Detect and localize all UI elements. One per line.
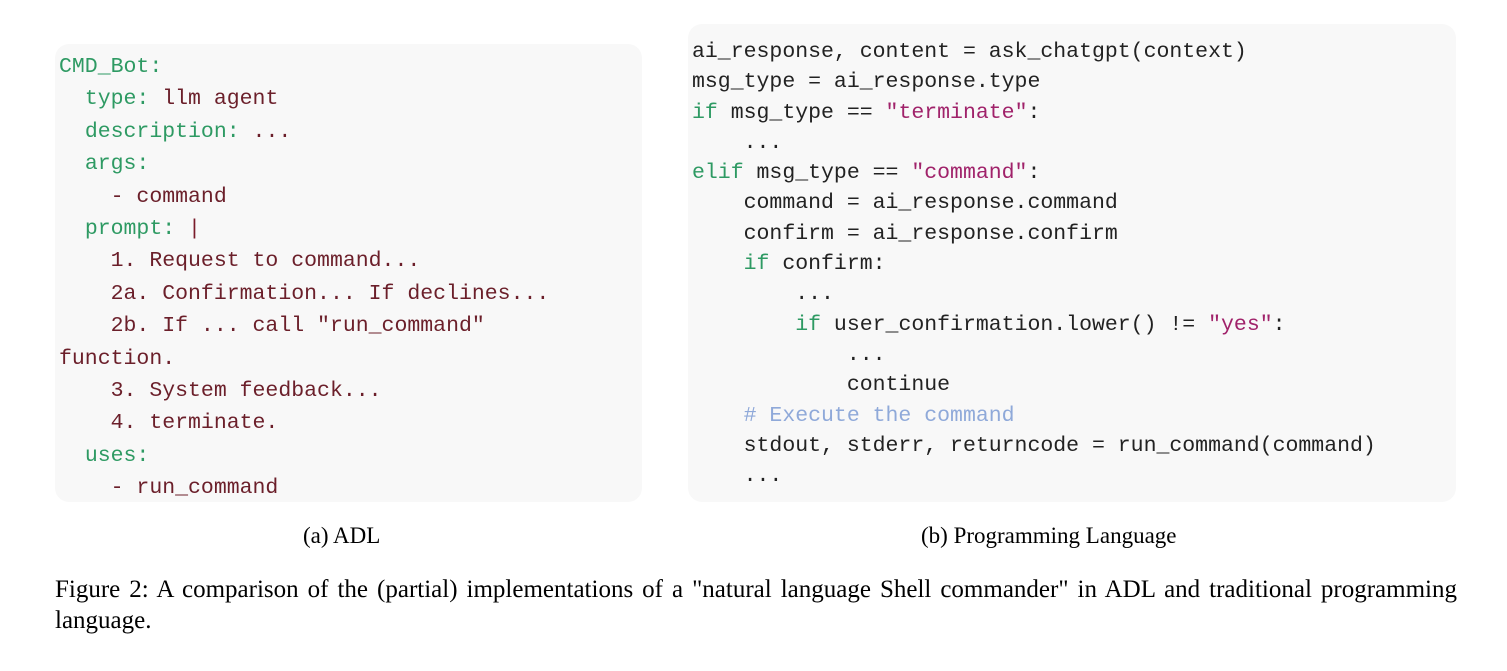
adl-uses-item: - run_command [110, 476, 279, 501]
code-line: stdout, stderr, returncode = run_command… [743, 433, 1376, 458]
code-line: ai_response, content = ask_chatgpt(conte… [692, 40, 1247, 64]
code-line: elif msg_type == "command": [692, 161, 1041, 186]
code-line: ... [743, 130, 783, 155]
adl-code-panel [55, 44, 642, 502]
adl-prompt-line: prompt: | [84, 217, 201, 242]
python-code-block: ai_response, content = ask_chatgpt(conte… [692, 37, 1376, 491]
python-code-panel [688, 24, 1456, 502]
adl-description-line: description: ... [84, 119, 292, 144]
adl-prompt-step-wrap: function. [59, 346, 176, 371]
code-line: msg_type = ai_response.type [692, 70, 1041, 95]
code-line: ... [743, 464, 783, 489]
adl-uses-line: uses: [84, 443, 150, 468]
adl-prompt-step: 2b. If ... call "run_command" [110, 314, 485, 339]
prompt-cursor: | [188, 217, 201, 242]
code-line: ... [795, 282, 834, 307]
adl-prompt-step: 1. Request to command... [110, 249, 421, 274]
adl-prompt-step: 3. System feedback... [110, 379, 382, 404]
subcaption-adl: (a) ADL [303, 523, 381, 548]
code-line: if confirm: [743, 252, 886, 277]
figure-caption: Figure 2: A comparison of the (partial) … [55, 576, 1457, 634]
code-line: ... [846, 342, 886, 367]
adl-prompt-step: 4. terminate. [110, 411, 279, 436]
adl-args-line: args: [84, 152, 150, 177]
subcaption-programming-language: (b) Programming Language [921, 523, 1177, 548]
adl-args-item: - command [110, 184, 227, 209]
code-line: confirm = ai_response.confirm [743, 221, 1118, 246]
code-line: if msg_type == "terminate": [692, 100, 1041, 125]
adl-bot-name: CMD_Bot: [59, 55, 163, 79]
code-line: continue [846, 373, 951, 398]
code-line: command = ai_response.command [743, 191, 1118, 216]
adl-code-block: CMD_Bot: type: llm agent description: ..… [59, 51, 549, 505]
adl-prompt-step: 2a. Confirmation... If declines... [110, 281, 550, 306]
code-line: if user_confirmation.lower() != "yes": [795, 312, 1286, 337]
code-comment: # Execute the command [743, 403, 1015, 428]
adl-type-line: type: llm agent [84, 87, 279, 112]
